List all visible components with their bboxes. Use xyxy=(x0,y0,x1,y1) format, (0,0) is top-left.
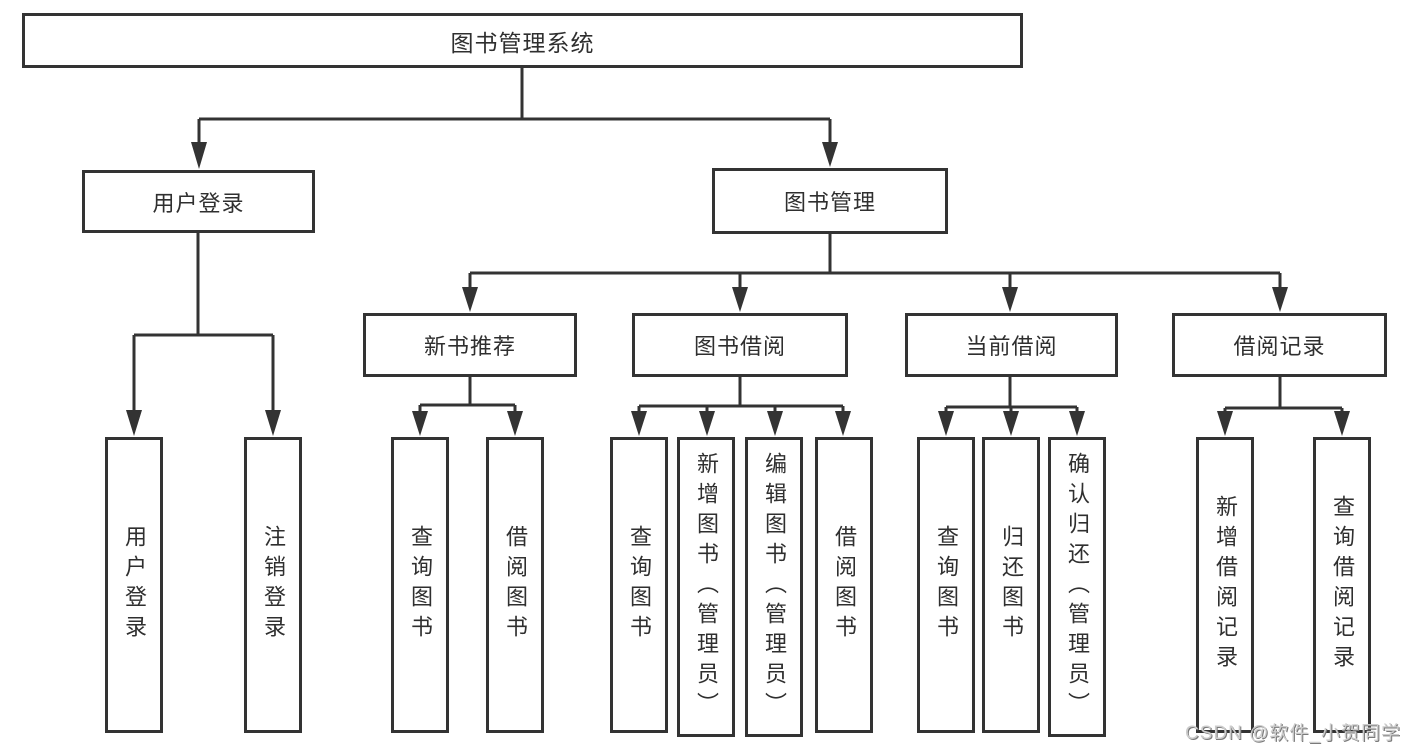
leaf-current-query-books: 查询图书 xyxy=(917,437,975,733)
leaf-confirm-return-admin: 确认归还（管理员） xyxy=(1048,437,1106,737)
leaf-return-books: 归还图书 xyxy=(982,437,1040,733)
leaf-add-books-admin: 新增图书（管理员） xyxy=(677,437,735,737)
leaf-logout: 注销登录 xyxy=(244,437,302,733)
node-borrow-records: 借阅记录 xyxy=(1172,313,1387,377)
leaf-borrow-query-books: 查询图书 xyxy=(610,437,668,733)
node-new-book-recommend: 新书推荐 xyxy=(363,313,577,377)
leaf-borrow-books: 借阅图书 xyxy=(815,437,873,733)
node-book-borrow: 图书借阅 xyxy=(632,313,848,377)
leaf-recommend-borrow-books: 借阅图书 xyxy=(486,437,544,733)
leaf-edit-books-admin: 编辑图书（管理员） xyxy=(745,437,803,737)
leaf-query-borrow-record: 查询借阅记录 xyxy=(1313,437,1371,733)
arrowheads xyxy=(126,142,1350,436)
node-user-login: 用户登录 xyxy=(82,170,315,233)
leaf-user-login: 用户登录 xyxy=(105,437,163,733)
leaf-add-borrow-record: 新增借阅记录 xyxy=(1196,437,1254,733)
node-current-borrow: 当前借阅 xyxy=(905,313,1118,377)
leaf-recommend-query-books: 查询图书 xyxy=(391,437,449,733)
node-root: 图书管理系统 xyxy=(22,13,1023,68)
node-book-management: 图书管理 xyxy=(712,168,948,234)
